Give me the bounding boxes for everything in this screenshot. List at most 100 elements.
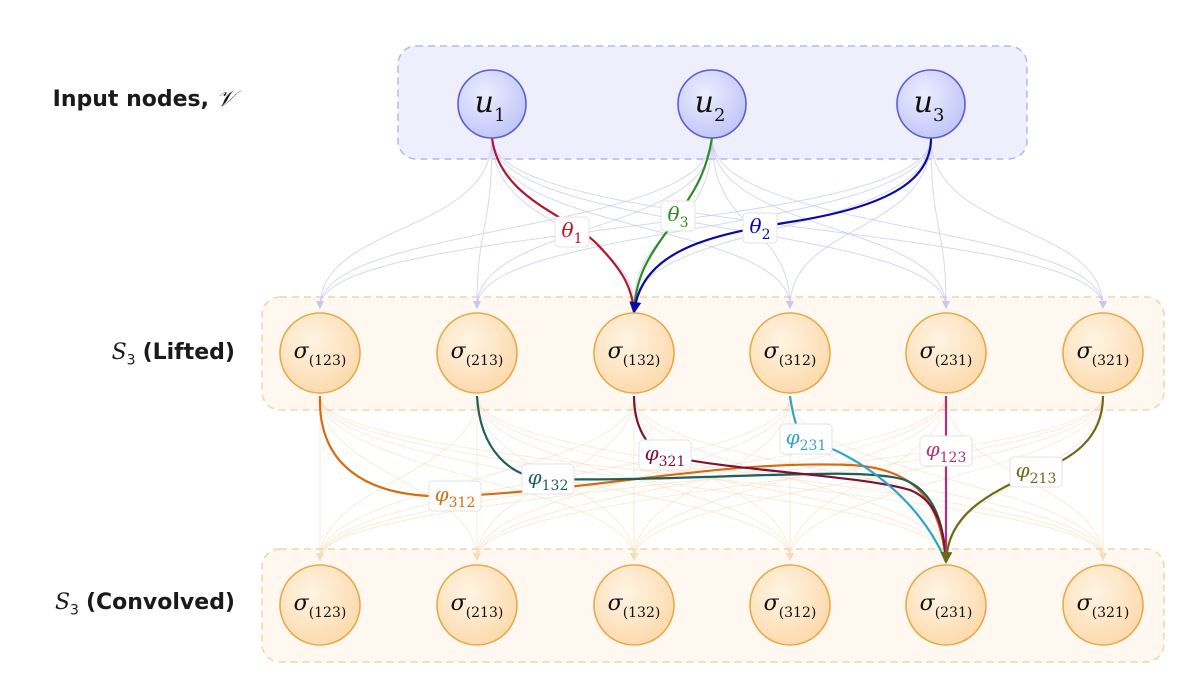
lifted-node-label-subscript: (132) <box>623 353 661 369</box>
phi-label-text-base: φ <box>926 437 940 461</box>
convolved-layer-box <box>261 548 1165 663</box>
convolved-node-label-subscript: (123) <box>309 605 347 621</box>
lifted-node-label-base: σ <box>608 339 624 364</box>
lifted-node-layer: σ(123)σ(213)σ(132)σ(312)σ(231)σ(321) <box>279 312 1144 394</box>
convolved-node-layer: σ(123)σ(213)σ(132)σ(312)σ(231)σ(321) <box>279 564 1144 646</box>
faint-edge-u1-to-lifted-6 <box>491 137 1107 309</box>
theta-label-text-base: θ <box>750 214 762 238</box>
phi-label-box <box>428 480 482 512</box>
faint-edge-u3-to-lifted-4 <box>786 137 932 309</box>
theta-1-label: θ1 <box>554 216 590 248</box>
input-node-label-base: u <box>914 85 933 120</box>
faint-input-edges <box>316 137 1107 309</box>
input-node-u3: u3 <box>896 69 966 139</box>
phi-label-text-base: φ <box>528 465 542 489</box>
phi-213-label: φ213 <box>1009 456 1063 488</box>
phi-label-text-base: φ <box>645 441 659 465</box>
theta-label-text-subscript: 3 <box>680 215 689 231</box>
faint-edge-u2-to-lifted-2 <box>473 137 713 309</box>
convolved-node-3: σ(132) <box>593 564 675 646</box>
lifted-node-label-subscript: (312) <box>779 353 817 369</box>
convolved-node-label-subscript: (231) <box>935 605 973 621</box>
theta-label-box <box>554 216 590 248</box>
lifted-node-label-subscript: (231) <box>935 353 973 369</box>
convolved-node-label-base: σ <box>608 591 624 616</box>
input-node-label-base: u <box>475 85 494 120</box>
lifted-node-label-base: σ <box>764 339 780 364</box>
convolved-node-label: σ(123) <box>294 591 347 621</box>
faint-edge-lifted-2-to-conv-1 <box>316 395 478 561</box>
lifted-node-label-base: σ <box>920 339 936 364</box>
convolved-node-circle <box>593 564 675 646</box>
input-node-label-subscript: 2 <box>714 105 725 126</box>
input-node-label-subscript: 3 <box>933 105 944 126</box>
lifted-node-4: σ(312) <box>749 312 831 394</box>
faint-edge-u2-to-lifted-6 <box>711 137 1107 309</box>
lifted-node-label: σ(231) <box>920 339 973 369</box>
theta-2-label: θ2 <box>742 212 778 244</box>
convolved-node-label-subscript: (213) <box>466 605 504 621</box>
lifted-node-label: σ(321) <box>1077 339 1130 369</box>
phi-123-label: φ123 <box>919 435 973 467</box>
convolved-node-label-base: σ <box>764 591 780 616</box>
phi-label-text: φ123 <box>926 437 967 466</box>
phi-label-text-subscript: 231 <box>800 438 827 454</box>
lifted-node-label: σ(132) <box>608 339 661 369</box>
row-label-lifted: S3 (Lifted) <box>111 340 235 369</box>
theta-label-text-base: θ <box>668 202 680 226</box>
input-node-label-subscript: 1 <box>494 105 505 126</box>
input-node-u2: u2 <box>677 69 747 139</box>
phi-label-box <box>779 423 833 455</box>
faint-edge-u2-to-lifted-5 <box>711 137 950 309</box>
convolved-node-2: σ(213) <box>436 564 518 646</box>
phi-label-text-base: φ <box>1016 458 1030 482</box>
phi-label-text-base: φ <box>435 482 449 506</box>
input-node-label: u1 <box>475 85 506 126</box>
input-node-label-base: u <box>695 85 714 120</box>
lifted-node-5: σ(231) <box>905 312 987 394</box>
lifted-node-1: σ(123) <box>279 312 361 394</box>
phi-label-text-subscript: 123 <box>940 450 967 466</box>
convolved-node-label-subscript: (312) <box>779 605 817 621</box>
lifted-node-label-base: σ <box>1077 339 1093 364</box>
convolved-node-5: σ(231) <box>905 564 987 646</box>
lifted-layer-box <box>261 296 1165 411</box>
theta-label-text-base: θ <box>562 218 574 242</box>
convolved-node-label: σ(132) <box>608 591 661 621</box>
phi-label-box <box>919 435 973 467</box>
phi-label-text-subscript: 321 <box>659 454 686 470</box>
row-label-convolved: S3 (Convolved) <box>54 590 235 619</box>
faint-edge-u2-to-lifted-1 <box>316 137 713 309</box>
faint-edge-u3-to-lifted-6 <box>930 137 1107 309</box>
faint-edge-lifted-6-to-conv-1 <box>316 395 1104 561</box>
phi-label-box <box>638 439 692 471</box>
faint-edge-lifted-6-to-conv-3 <box>630 395 1104 561</box>
phi-321-label: φ321 <box>638 439 692 471</box>
input-node-label: u3 <box>914 85 945 126</box>
input-node-circle <box>677 69 747 139</box>
phi-label-box <box>521 463 575 495</box>
theta-label-text-subscript: 2 <box>762 227 771 243</box>
lifted-node-label-subscript: (321) <box>1092 353 1130 369</box>
faint-edge-u3-to-lifted-1 <box>316 137 932 309</box>
faint-edge-u1-to-lifted-5 <box>491 137 950 309</box>
lifted-node-circle <box>1062 312 1144 394</box>
faint-edge-u1-to-lifted-1 <box>316 137 493 309</box>
input-node-u1: u1 <box>457 69 527 139</box>
convolved-node-label-base: σ <box>1077 591 1093 616</box>
theta-label-box <box>660 200 696 232</box>
row-label-input-nodes: Input nodes, 𝒱 <box>52 87 235 112</box>
lifted-node-circle <box>279 312 361 394</box>
input-set-symbol: 𝒱 <box>216 87 235 112</box>
convolved-node-label-base: σ <box>451 591 467 616</box>
faint-edge-u1-to-lifted-2 <box>473 137 493 309</box>
convolved-node-label-base: σ <box>920 591 936 616</box>
phi-231-label: φ231 <box>779 423 833 455</box>
theta-3-label: θ3 <box>660 200 696 232</box>
phi-132-edge <box>475 395 948 563</box>
input-node-circle <box>896 69 966 139</box>
phi-132-label: φ132 <box>521 463 575 495</box>
convolved-node-label: σ(231) <box>920 591 973 621</box>
theta-label-box <box>742 212 778 244</box>
